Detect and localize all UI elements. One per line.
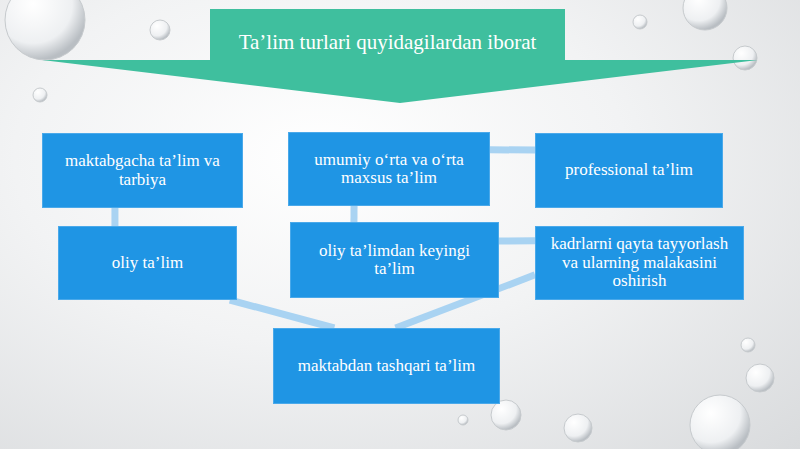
water-drop <box>690 395 750 449</box>
process-box: umumiy o‘rta va o‘rta maxsus ta’lim <box>288 132 490 206</box>
process-box: maktabgacha ta’lim va tarbiya <box>42 133 243 208</box>
box-label: maktabdan tashqari ta’lim <box>298 357 476 375</box>
connector-line <box>350 206 357 222</box>
connector-line <box>490 146 535 153</box>
process-box: professional ta’lim <box>535 133 723 208</box>
box-label: maktabgacha ta’lim va tarbiya <box>51 152 234 189</box>
box-label: oliy ta’limdan keyingi ta’lim <box>299 242 490 279</box>
connector-line <box>230 300 334 328</box>
connector-line <box>111 208 118 226</box>
water-drop <box>564 414 592 442</box>
water-drop <box>458 415 468 425</box>
box-label: umumiy o‘rta va o‘rta maxsus ta’lim <box>297 151 481 188</box>
process-box: oliy ta’limdan keyingi ta’lim <box>290 222 499 298</box>
process-box: maktabdan tashqari ta’lim <box>273 328 500 404</box>
title-banner <box>42 9 758 103</box>
water-drop <box>5 0 85 60</box>
water-drop <box>733 46 757 70</box>
process-box: kadrlarni qayta tayyorlash va ularning m… <box>535 226 744 300</box>
connector-line <box>499 237 535 244</box>
water-drop <box>683 0 727 30</box>
water-drop <box>741 338 755 352</box>
water-drop <box>150 20 170 40</box>
box-label: oliy ta’lim <box>112 254 183 272</box>
water-drop <box>746 364 774 392</box>
title: Ta’lim turlari quyidagilardan iborat <box>205 31 570 54</box>
box-label: kadrlarni qayta tayyorlash va ularning m… <box>544 235 735 290</box>
water-drop <box>33 88 47 102</box>
water-drop <box>491 400 521 430</box>
box-label: professional ta’lim <box>565 161 693 179</box>
water-drop <box>633 15 647 29</box>
process-box: oliy ta’lim <box>58 226 237 300</box>
